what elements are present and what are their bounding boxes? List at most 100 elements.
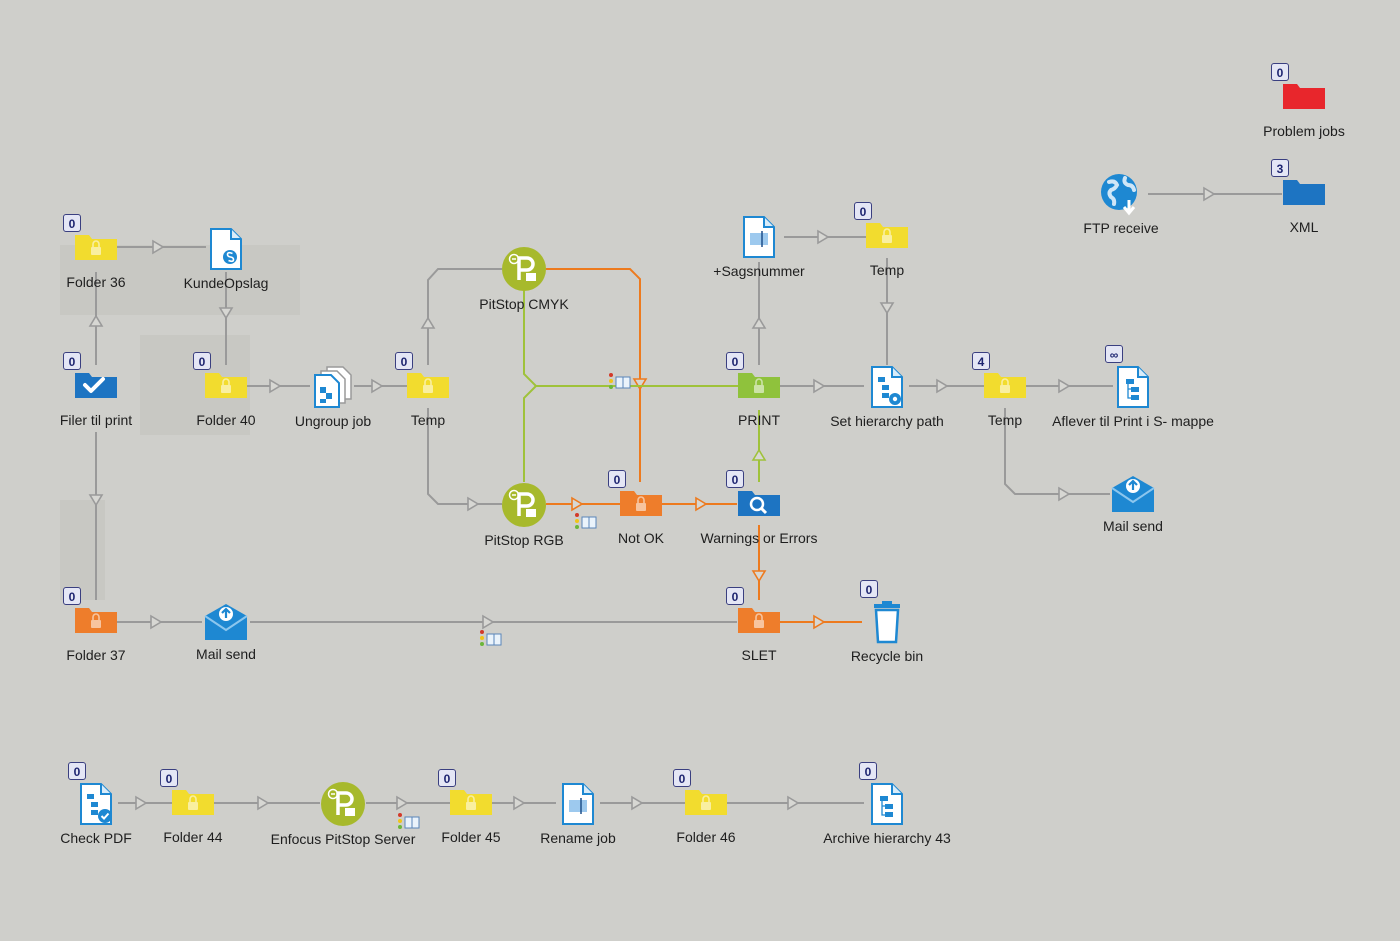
folder-icon[interactable]: [618, 488, 664, 523]
flow-element-label: Aflever til Print i S- mappe: [1052, 413, 1214, 429]
selection-shadow: [60, 500, 105, 600]
job-count-badge: 0: [854, 202, 872, 220]
connection-arrow-icon: [1058, 378, 1071, 394]
connection-arrow-icon: [88, 494, 104, 507]
flow-element-label: Mail send: [196, 646, 256, 662]
connection-arrow-icon: [813, 614, 826, 630]
trash-icon[interactable]: [870, 600, 904, 649]
connection-line[interactable]: [427, 268, 502, 365]
flow-element-label: Rename job: [540, 830, 616, 846]
job-count-badge: 0: [860, 580, 878, 598]
connection-properties-icon[interactable]: [398, 813, 420, 829]
connection-arrow-icon: [632, 378, 648, 391]
connection-arrow-icon: [787, 795, 800, 811]
hierarchy-document-icon[interactable]: [869, 782, 905, 831]
job-count-badge: 4: [972, 352, 990, 370]
job-count-badge: 0: [68, 762, 86, 780]
hierarchy-settings-icon[interactable]: [869, 365, 905, 414]
pitstop-icon[interactable]: [320, 781, 366, 832]
flow-element-label: Folder 46: [676, 829, 736, 845]
flow-element-label: PitStop CMYK: [479, 296, 569, 312]
connection-arrow-icon: [695, 496, 708, 512]
mail-send-icon[interactable]: [203, 602, 249, 647]
folder-icon[interactable]: [448, 787, 494, 822]
job-count-badge: 0: [608, 470, 626, 488]
rename-document-icon[interactable]: [741, 215, 777, 264]
flow-element-label: Warnings or Errors: [700, 530, 818, 546]
connection-properties-icon[interactable]: [609, 373, 631, 389]
connection-arrow-icon: [467, 496, 480, 512]
check-pdf-icon[interactable]: [78, 782, 114, 831]
job-count-badge: 0: [859, 762, 877, 780]
flow-element-label: Ungroup job: [294, 413, 372, 429]
flow-element-label: Enfocus PitStop Server: [270, 831, 416, 847]
connection-arrow-icon: [150, 614, 163, 630]
folder-icon[interactable]: [864, 220, 910, 255]
connection-properties-icon[interactable]: [480, 630, 502, 646]
connection-arrow-icon: [879, 302, 895, 315]
folder-icon[interactable]: [683, 787, 729, 822]
flow-element-label: Not OK: [618, 530, 664, 546]
folder-icon[interactable]: [73, 605, 119, 640]
connection-arrow-icon: [751, 570, 767, 583]
connection-arrow-icon: [751, 316, 767, 329]
connection-properties-icon[interactable]: [575, 513, 597, 529]
connection-arrow-icon: [152, 239, 165, 255]
connection-arrow-icon: [135, 795, 148, 811]
folder-icon[interactable]: [170, 787, 216, 822]
folder-icon[interactable]: [982, 370, 1028, 405]
folder-icon[interactable]: [736, 370, 782, 405]
job-count-badge: 3: [1271, 159, 1289, 177]
job-count-badge: 0: [726, 587, 744, 605]
flow-element-label: SLET: [741, 647, 777, 663]
connection-arrow-icon: [257, 795, 270, 811]
folder-icon[interactable]: [1281, 177, 1327, 212]
flow-element-label: +Sagsnummer: [713, 263, 805, 279]
job-count-badge: 0: [726, 352, 744, 370]
flow-element-label: Folder 45: [441, 829, 501, 845]
job-count-badge: 0: [63, 352, 81, 370]
connection-arrow-icon: [631, 795, 644, 811]
connection-arrow-icon: [1203, 186, 1216, 202]
folder-icon[interactable]: [405, 370, 451, 405]
search-icon[interactable]: [736, 488, 782, 523]
connection-line[interactable]: [523, 290, 738, 387]
flow-element-label: Folder 36: [66, 274, 126, 290]
folder-icon[interactable]: [203, 370, 249, 405]
flow-element-label: Check PDF: [60, 830, 132, 846]
job-count-badge: 0: [726, 470, 744, 488]
folder-icon[interactable]: [73, 232, 119, 267]
job-count-badge: 0: [673, 769, 691, 787]
flow-element-label: PitStop RGB: [484, 532, 564, 548]
connection-arrow-icon: [1058, 486, 1071, 502]
connection-arrow-icon: [817, 229, 830, 245]
mail-send-icon[interactable]: [1110, 474, 1156, 519]
flow-element-label: Temp: [869, 262, 905, 278]
flow-element-label: FTP receive: [1083, 220, 1159, 236]
job-count-badge: 0: [63, 587, 81, 605]
flow-element-label: KundeOpslag: [183, 275, 269, 291]
flow-element-label: XML: [1289, 219, 1319, 235]
connection-arrow-icon: [371, 378, 384, 394]
connection-arrow-icon: [571, 496, 584, 512]
hierarchy-document-icon[interactable]: [1115, 365, 1151, 414]
flow-element-label: Folder 37: [66, 647, 126, 663]
flow-element-label: Set hierarchy path: [830, 413, 944, 429]
pitstop-icon[interactable]: [501, 482, 547, 533]
connection-arrow-icon: [88, 314, 104, 327]
job-count-badge: 0: [63, 214, 81, 232]
flow-element-label: Temp: [410, 412, 446, 428]
connection-arrow-icon: [482, 614, 495, 630]
problem-folder-icon[interactable]: [1281, 81, 1327, 116]
rename-document-icon[interactable]: [560, 782, 596, 831]
connection-arrow-icon: [218, 307, 234, 320]
globe-download-icon[interactable]: [1099, 172, 1143, 221]
ungroup-documents-icon[interactable]: [311, 365, 355, 414]
pitstop-icon[interactable]: [501, 246, 547, 297]
connection-arrow-icon: [420, 316, 436, 329]
script-icon[interactable]: [208, 227, 244, 276]
connection-line[interactable]: [523, 385, 537, 482]
folder-icon[interactable]: [736, 605, 782, 640]
flow-element-label: Recycle bin: [850, 648, 924, 664]
checkbox-submit-icon[interactable]: [73, 370, 119, 405]
